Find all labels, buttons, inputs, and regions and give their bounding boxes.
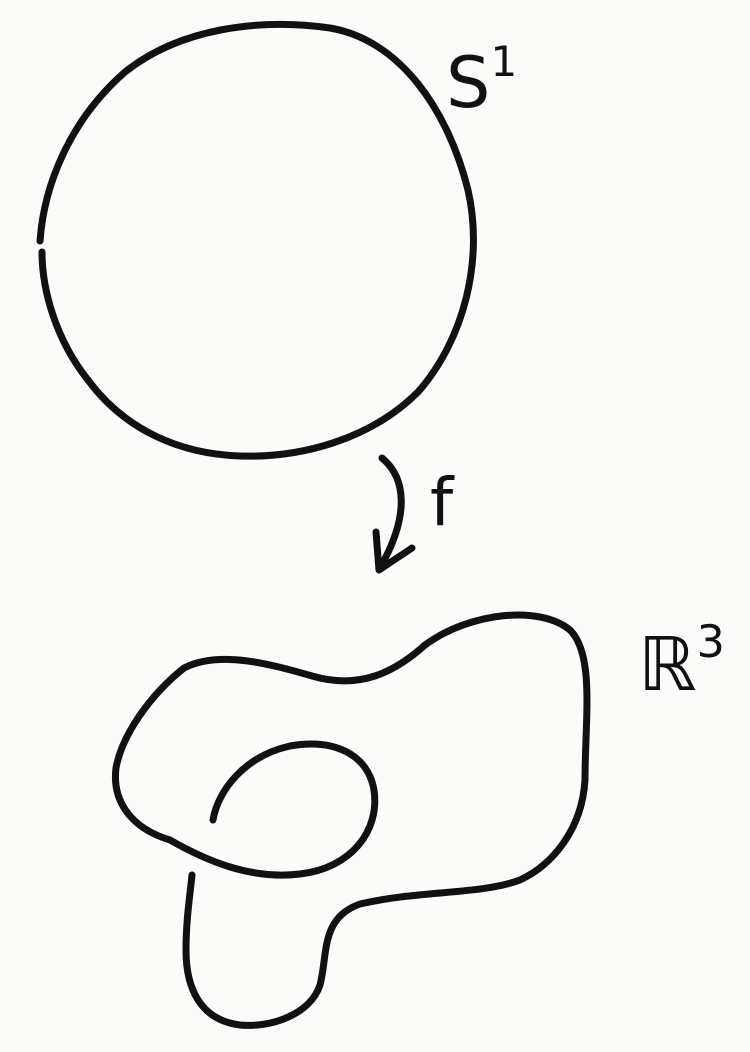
map-label: f bbox=[430, 464, 454, 541]
codomain-label-base: ℝ bbox=[638, 622, 697, 708]
domain-label-exponent: 1 bbox=[490, 36, 518, 86]
map-arrow-head bbox=[372, 528, 416, 574]
codomain-label: ℝ3 bbox=[638, 620, 725, 702]
image-curve-upper-strand bbox=[111, 611, 591, 1029]
map-arrow-shaft bbox=[376, 454, 405, 572]
domain-label: S1 bbox=[446, 40, 517, 118]
domain-circle bbox=[36, 21, 477, 460]
domain-label-base: S bbox=[446, 42, 491, 124]
codomain-label-exponent: 3 bbox=[696, 616, 725, 668]
